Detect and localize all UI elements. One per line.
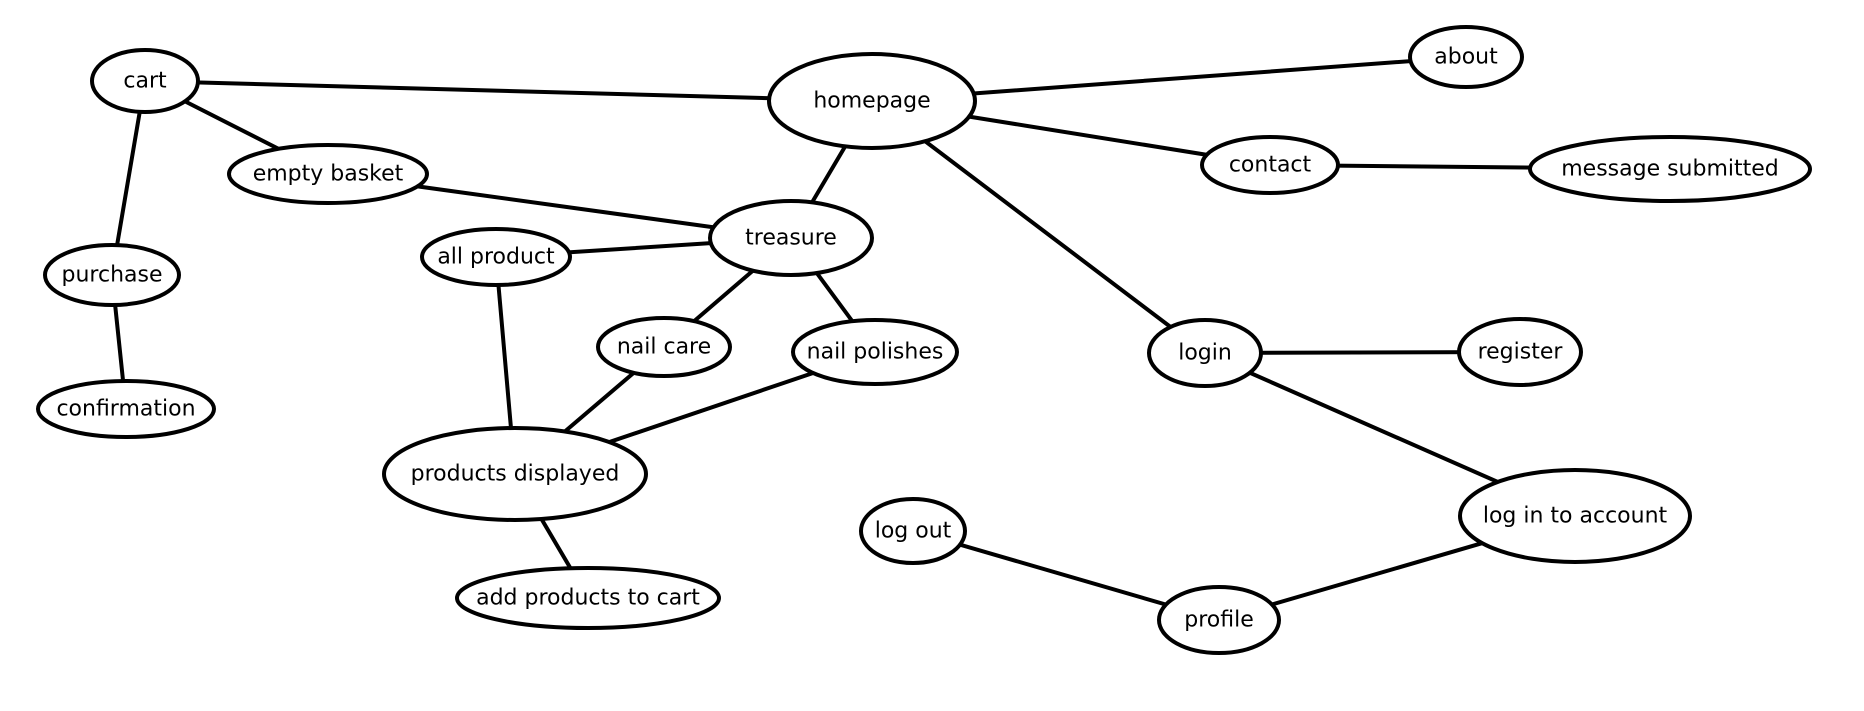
- node-purchase: purchase: [43, 243, 181, 307]
- node-ellipse-log-in-to-account: [1458, 468, 1692, 564]
- node-contact: contact: [1200, 135, 1340, 195]
- node-all-product: all product: [420, 227, 572, 287]
- node-ellipse-profile: [1157, 585, 1281, 655]
- node-label-treasure: treasure: [745, 226, 837, 251]
- node-ellipse-empty-basket: [227, 143, 429, 205]
- node-ellipse-homepage: [767, 52, 977, 150]
- node-label-register: register: [1478, 340, 1564, 365]
- node-label-login: login: [1178, 341, 1232, 366]
- node-ellipse-treasure: [708, 199, 874, 277]
- node-label-nail-polishes: nail polishes: [807, 340, 944, 365]
- node-label-purchase: purchase: [62, 263, 163, 288]
- node-label-cart: cart: [123, 69, 167, 94]
- node-register: register: [1457, 317, 1583, 387]
- node-message-submitted: message submitted: [1528, 135, 1812, 203]
- node-treasure: treasure: [708, 199, 874, 277]
- node-ellipse-register: [1457, 317, 1583, 387]
- node-ellipse-log-out: [859, 497, 967, 565]
- node-homepage: homepage: [767, 52, 977, 150]
- node-label-contact: contact: [1229, 153, 1312, 178]
- node-ellipse-cart: [90, 48, 200, 114]
- node-label-log-out: log out: [875, 519, 952, 544]
- node-nail-care: nail care: [596, 316, 732, 378]
- node-ellipse-all-product: [420, 227, 572, 287]
- node-empty-basket: empty basket: [227, 143, 429, 205]
- node-label-message-submitted: message submitted: [1561, 157, 1779, 182]
- node-ellipse-add-products-to-cart: [455, 566, 721, 630]
- node-login: login: [1147, 318, 1263, 388]
- node-ellipse-products-displayed: [382, 426, 648, 522]
- node-confirmation: confirmation: [36, 379, 216, 439]
- node-log-in-to-account: log in to account: [1458, 468, 1692, 564]
- node-label-log-in-to-account: log in to account: [1483, 504, 1668, 529]
- node-label-confirmation: confirmation: [56, 397, 195, 422]
- node-log-out: log out: [859, 497, 967, 565]
- node-ellipse-purchase: [43, 243, 181, 307]
- node-ellipse-confirmation: [36, 379, 216, 439]
- node-label-empty-basket: empty basket: [253, 162, 404, 187]
- node-label-products-displayed: products displayed: [411, 462, 620, 487]
- edge-cart-to-homepage: [143, 79, 874, 103]
- node-label-add-products-to-cart: add products to cart: [476, 586, 700, 611]
- edge-homepage-to-login: [870, 99, 1207, 355]
- node-ellipse-nail-polishes: [791, 318, 959, 386]
- node-ellipse-message-submitted: [1528, 135, 1812, 203]
- node-ellipse-about: [1408, 25, 1524, 89]
- node-about: about: [1408, 25, 1524, 89]
- node-nail-polishes: nail polishes: [791, 318, 959, 386]
- node-cart: cart: [90, 48, 200, 114]
- node-label-all-product: all product: [437, 245, 555, 270]
- node-add-products-to-cart: add products to cart: [455, 566, 721, 630]
- node-profile: profile: [1157, 585, 1281, 655]
- node-products-displayed: products displayed: [382, 426, 648, 522]
- node-ellipse-login: [1147, 318, 1263, 388]
- node-ellipse-contact: [1200, 135, 1340, 195]
- node-ellipse-nail-care: [596, 316, 732, 378]
- node-label-profile: profile: [1184, 608, 1254, 633]
- node-label-about: about: [1434, 45, 1498, 70]
- node-label-homepage: homepage: [813, 89, 930, 114]
- nodes-layer: cart homepage about empty basket contact mess…: [36, 25, 1812, 655]
- node-label-nail-care: nail care: [617, 335, 711, 360]
